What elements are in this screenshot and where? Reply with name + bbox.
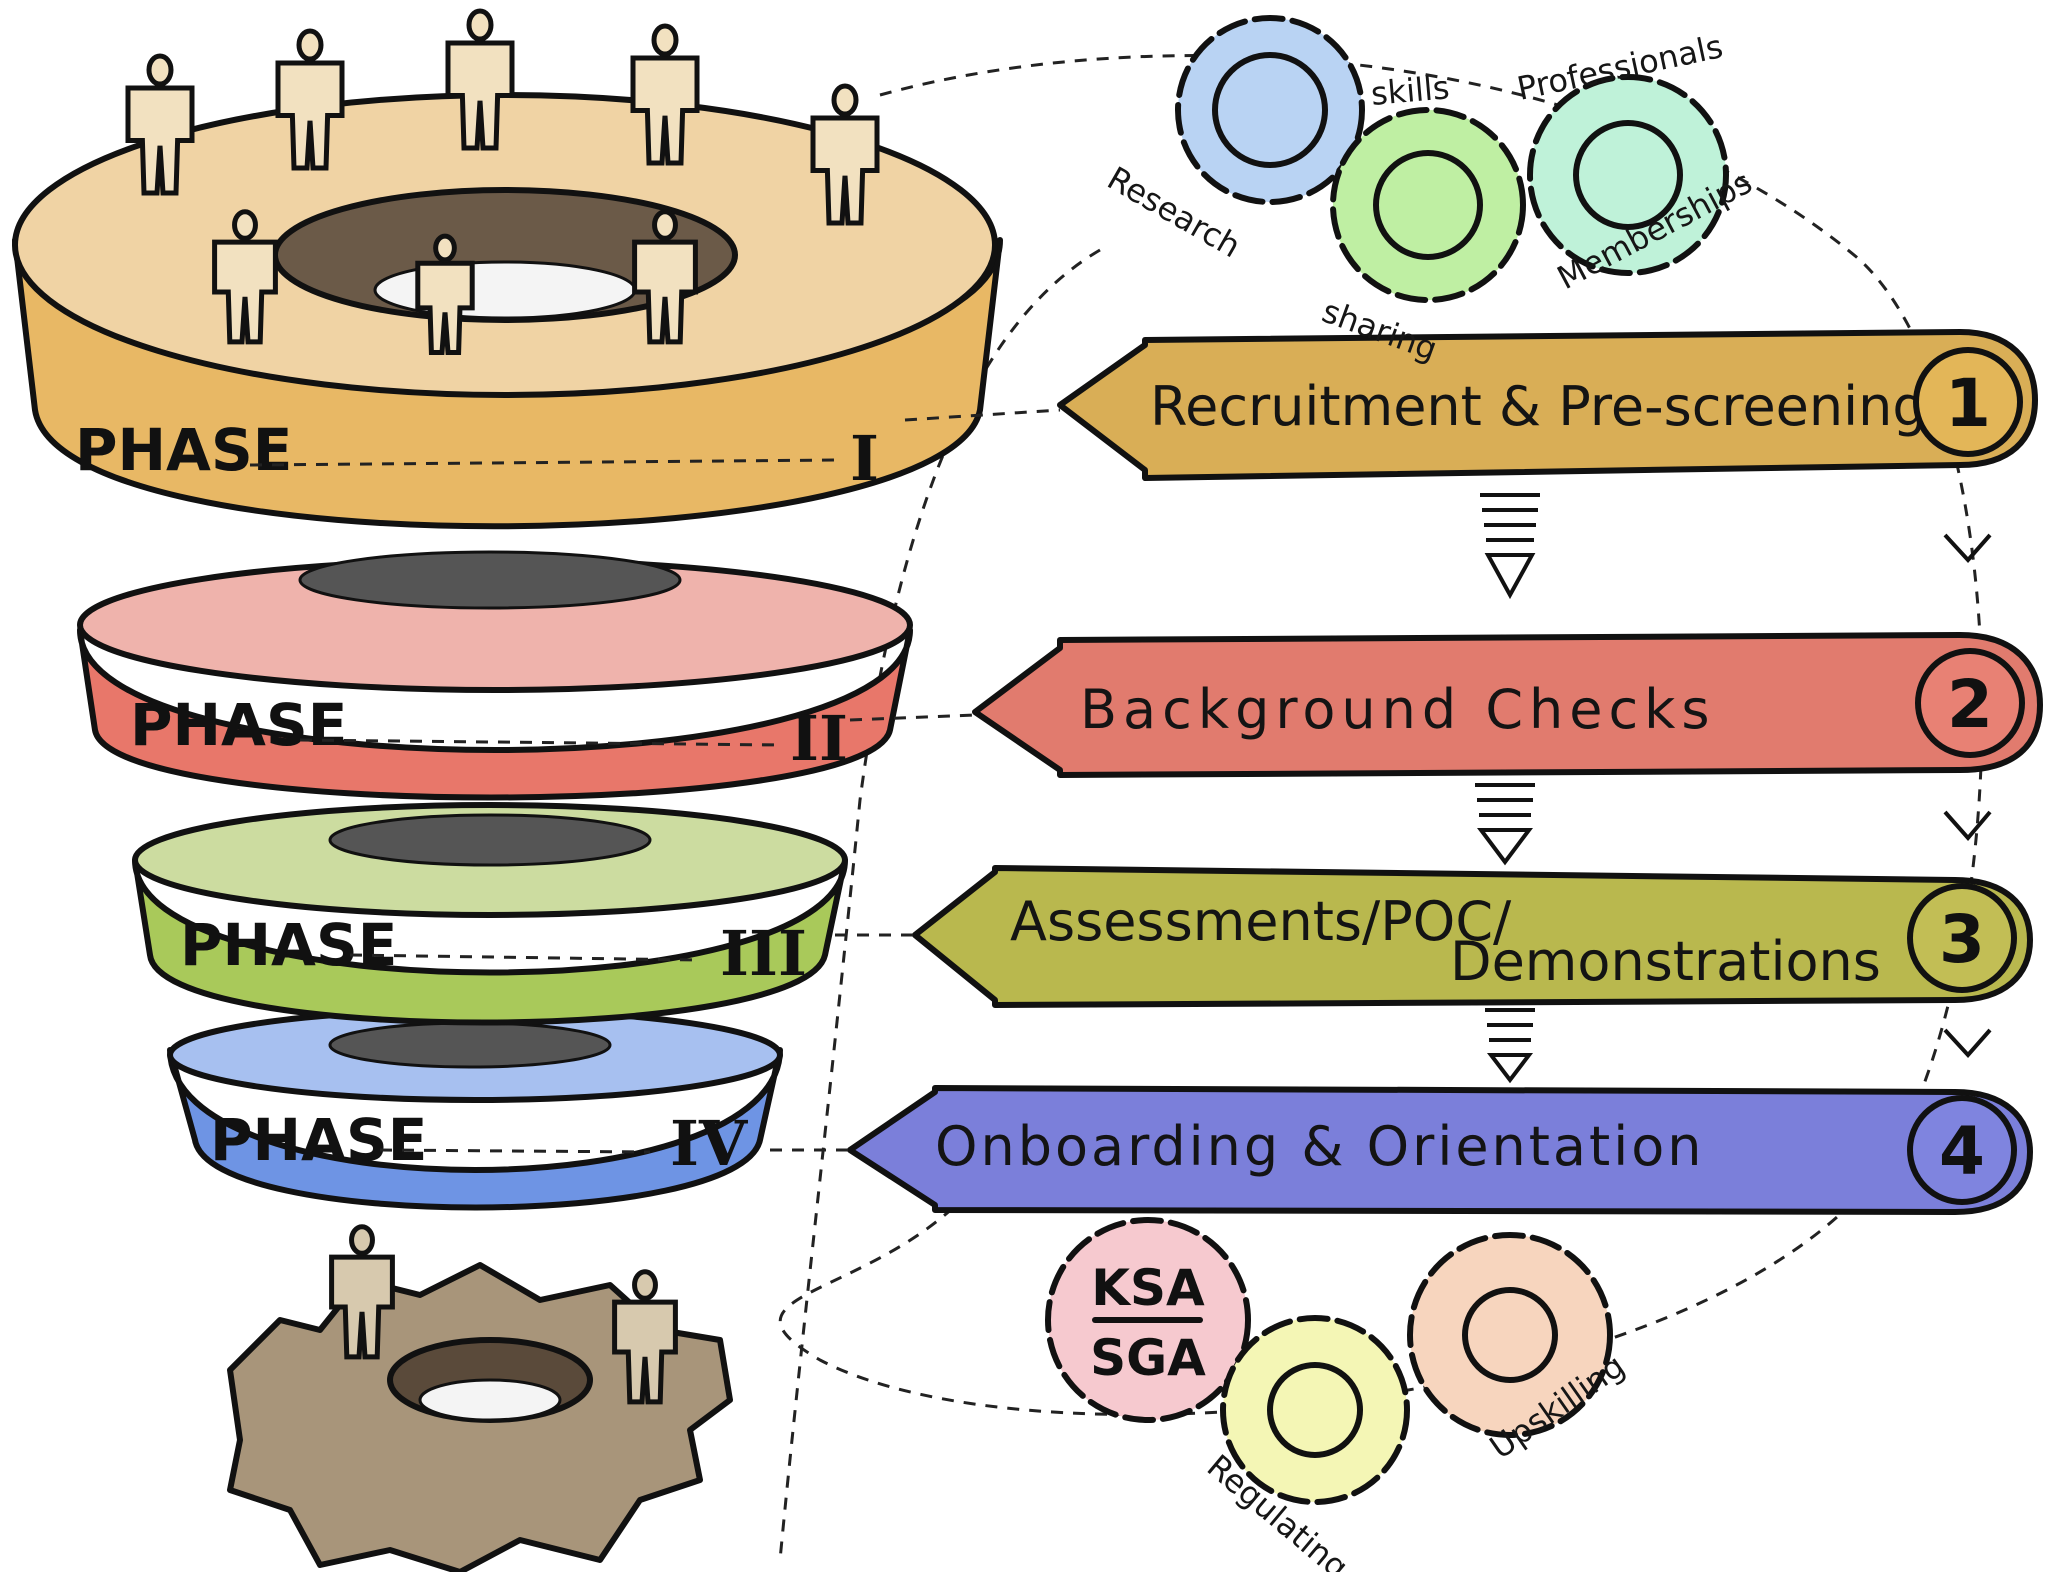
step-band-1: Recruitment & Pre-screening 1 [1057, 329, 2038, 481]
right-chevron-arrows [1943, 533, 1992, 1058]
step-number-4: 4 [1939, 1113, 1985, 1190]
step-number-1-circle [1913, 347, 2023, 457]
person-figure [632, 209, 698, 345]
sga-text: SGA [1090, 1329, 1206, 1387]
phase-disc-3: PHASE III [132, 802, 848, 1026]
phase-disc-2: PHASE II [77, 550, 913, 801]
step-band-4-label: Onboarding & Orientation [935, 1115, 1704, 1178]
person-figure [415, 233, 475, 356]
step-band-3-label-line1: Assessments/POC/ [1010, 890, 1512, 953]
step-number-3-circle [1907, 883, 2017, 993]
people-group-base [329, 1224, 678, 1405]
step-band-4-shape [847, 1085, 2033, 1215]
top-gear-sharing [1330, 107, 1526, 303]
step-band-4: Onboarding & Orientation 4 [847, 1085, 2033, 1215]
phase-2-word: PHASE [130, 691, 347, 759]
step-number-2-circle [1915, 648, 2025, 758]
top-gear-professionals [1527, 74, 1729, 276]
person-figure [125, 53, 195, 196]
step-band-3-label-line2: Demonstrations [1450, 930, 1881, 993]
top-gear-research [1175, 15, 1365, 205]
person-figure [445, 8, 515, 151]
phase-2-numeral: II [790, 702, 848, 775]
step-band-2: Background Checks 2 [972, 632, 2043, 778]
leader-phase-1 [904, 408, 1061, 422]
bottom-gear-ksa-sga: KSA SGA [1045, 1217, 1251, 1423]
people-group-top [125, 8, 880, 356]
step-number-1: 1 [1945, 365, 1991, 442]
step-band-3-shape [912, 865, 2033, 1008]
bottom-gear-regulating [1220, 1315, 1410, 1505]
person-figure [612, 1269, 678, 1405]
step-band-1-shape [1057, 329, 2038, 481]
phase-disc-4: PHASE IV [167, 1007, 783, 1211]
phase-1-word: PHASE [75, 416, 292, 484]
step-number-2: 2 [1947, 666, 1993, 743]
person-figure [275, 28, 345, 171]
step-band-1-label: Recruitment & Pre-screening [1150, 375, 1927, 438]
gear-label-skills: skills [1369, 68, 1451, 113]
person-figure [810, 83, 880, 226]
dashed-inner-arc [778, 248, 1101, 1561]
person-figure [212, 209, 278, 345]
spring-connector-1-2 [1480, 493, 1540, 600]
person-figure [630, 23, 700, 166]
phase-3-numeral: III [720, 917, 807, 990]
step-band-2-shape [972, 632, 2043, 778]
phase-4-word: PHASE [210, 1106, 427, 1174]
bottom-gear-upskilling [1407, 1232, 1613, 1438]
phase-4-numeral: IV [670, 1107, 748, 1180]
phase-3-word: PHASE [180, 911, 397, 979]
spring-connector-2-3 [1475, 783, 1535, 866]
step-number-4-circle [1907, 1095, 2017, 1205]
spring-connector-3-4 [1485, 1008, 1535, 1084]
phase-1-numeral: I [850, 422, 879, 495]
person-figure [329, 1224, 395, 1360]
dashed-cycle-outline [778, 54, 1984, 1417]
ksa-text: KSA [1091, 1259, 1205, 1317]
step-number-3: 3 [1939, 901, 1985, 978]
step-band-3: Assessments/POC/ Demonstrations 3 [912, 865, 2033, 1008]
step-band-2-label: Background Checks [1080, 678, 1716, 741]
